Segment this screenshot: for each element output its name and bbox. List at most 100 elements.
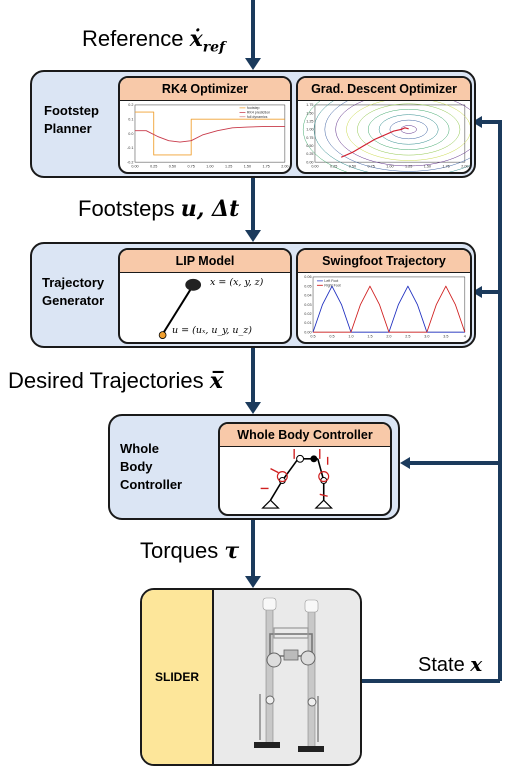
x-tick-label: 1.50: [424, 165, 431, 169]
arrowhead-state-controller: [400, 457, 410, 469]
x-tick-label: 3.0: [424, 335, 429, 339]
plot-frame: [134, 104, 286, 163]
y-tick-label: 0.00: [306, 160, 313, 164]
legend-entry: Right Foot: [324, 284, 340, 288]
lip-model-drawing: [158, 278, 202, 339]
contour-line: [335, 101, 470, 167]
legend-entry: footstep: [247, 106, 260, 110]
x-tick-label: 0.75: [188, 165, 195, 169]
series-line-1: [134, 125, 285, 143]
rk4-optimizer-panel: RK4 Optimizer 0.00 0.25 0.50 0.75 1.00 1.25 1.…: [118, 76, 292, 174]
contour-line: [357, 103, 461, 156]
x-tick-label: 0.50: [349, 165, 356, 169]
arrowhead-desired: [245, 402, 261, 414]
grad-descent-chart: 0.00 0.25 0.50 0.75 1.00 1.25 1.50 1.75 2.00 1.75…: [302, 101, 470, 172]
grad-descent-panel: Grad. Descent Optimizer 0.00 0.25 0.50 0.75…: [296, 76, 472, 174]
y-tick-label: 0.2: [128, 103, 133, 107]
x-tick-label: 0.5: [329, 335, 334, 339]
x-tick-label: 2.0: [386, 335, 391, 339]
y-tick-label: 0.75: [306, 136, 313, 140]
arrowhead-state-planner: [472, 116, 482, 128]
lip-model-title: LIP Model: [120, 250, 290, 273]
wbc-label: Whole Body Controller: [120, 441, 183, 492]
legend-entry: full dynamics: [247, 115, 268, 119]
x-tick-label: 0.25: [330, 165, 337, 169]
wbc-panel-title: Whole Body Controller: [220, 424, 390, 447]
lip-mass: [185, 278, 202, 291]
y-tick-label: 0.1: [128, 118, 133, 122]
contour-line: [313, 101, 470, 172]
arrowhead-footsteps: [245, 230, 261, 242]
series-line-0: [340, 127, 409, 158]
x-tick-label: 2.00: [461, 165, 468, 169]
footsteps-label: Footsteps u, Δt: [78, 196, 240, 222]
x-tick-label: 0.5: [310, 335, 315, 339]
y-tick-label: 0.00: [304, 330, 311, 334]
contour-line: [346, 101, 470, 161]
contour-line: [324, 101, 470, 172]
rk4-optimizer-title: RK4 Optimizer: [120, 78, 290, 101]
lip-top-equation: x = (x, y, z): [210, 277, 264, 288]
footstep-planner-label: Footstep Planner: [44, 103, 99, 136]
rk4-chart: 0.00 0.25 0.50 0.75 1.00 1.25 1.50 1.75 2.00 0.2 0…: [127, 103, 288, 169]
y-tick-label: 1.75: [306, 103, 313, 107]
slider-name: SLIDER: [154, 670, 199, 684]
grad-descent-title: Grad. Descent Optimizer: [298, 78, 470, 101]
series-line-0: [134, 111, 285, 156]
x-tick-label: 1.00: [386, 165, 393, 169]
lip-model-body: x = (x, y, z) u = (uₓ, u_y, u_z): [120, 273, 290, 342]
arrowhead-reference: [245, 58, 261, 70]
reference-label: Reference ẋref: [82, 26, 226, 56]
y-tick-label: 0.01: [304, 321, 311, 325]
contour-line: [389, 119, 428, 140]
state-label: State x: [418, 652, 483, 676]
x-tick-label: 1.75: [442, 165, 449, 169]
x-tick-label: 1.50: [244, 165, 251, 169]
x-tick-label: 0.00: [131, 165, 138, 169]
x-tick-label: 0.25: [150, 165, 157, 169]
arrowhead-torques: [245, 576, 261, 588]
contour-line: [378, 114, 439, 145]
y-tick-label: -0.2: [127, 160, 133, 164]
x-tick-label: 4: [464, 335, 466, 339]
x-tick-label: 1.25: [225, 165, 232, 169]
series-line-1: [313, 285, 466, 333]
lip-bottom-equation: u = (uₓ, u_y, u_z): [172, 325, 252, 336]
wbc-robot-drawing: [260, 448, 334, 509]
legend-entry: RK4 prediction: [247, 111, 270, 115]
y-tick-label: 1.50: [306, 111, 313, 115]
y-tick-label: 0.04: [304, 294, 311, 298]
arrowhead-state-generator: [472, 286, 482, 298]
x-tick-label: 1.00: [206, 165, 213, 169]
y-tick-label: 0.02: [304, 312, 311, 316]
x-tick-label: 1.5: [367, 335, 372, 339]
slider-label-panel: SLIDER: [142, 590, 214, 764]
x-tick-label: 0.75: [368, 165, 375, 169]
lip-leg: [161, 286, 194, 335]
contour-line: [400, 125, 417, 134]
slider-robot-panel: SLIDER: [140, 588, 362, 766]
trajectory-generator-label: Trajectory Generator: [42, 275, 105, 308]
y-tick-label: 0.25: [306, 152, 313, 156]
whole-body-controller-block: Whole Body Controller Whole Body Control…: [108, 414, 400, 520]
x-tick-label: 1.0: [348, 335, 353, 339]
x-tick-label: 2.00: [281, 165, 288, 169]
legend-entry: Left Foot: [324, 279, 338, 283]
y-tick-label: 0.03: [304, 303, 311, 307]
x-tick-label: 1.25: [405, 165, 412, 169]
x-tick-label: 0.50: [169, 165, 176, 169]
torques-label: Torques τ: [140, 538, 240, 564]
x-tick-label: 1.75: [262, 165, 269, 169]
x-tick-label: 0.00: [311, 165, 318, 169]
y-tick-label: -0.1: [127, 146, 133, 150]
lip-contact: [158, 331, 167, 339]
y-tick-label: 1.00: [306, 128, 313, 132]
slider-robot-image: [214, 590, 360, 764]
contour-line: [367, 108, 450, 150]
plot-frame: [314, 104, 466, 163]
trajectory-generator-block: Trajectory Generator LIP Model x = (x, y…: [30, 242, 476, 348]
